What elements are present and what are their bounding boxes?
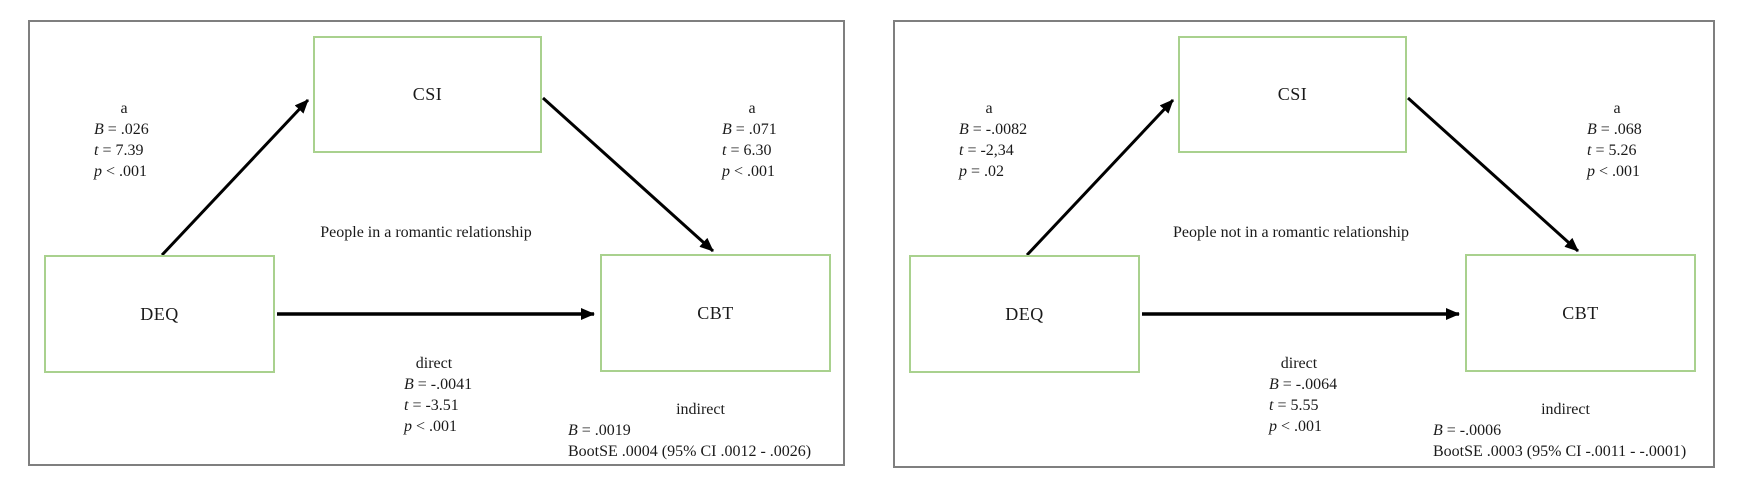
stat-value: = .0019 [577, 422, 631, 439]
stat-line: t = -2,34 [959, 140, 1027, 161]
stat-line: t = 5.55 [1269, 395, 1337, 416]
stat-line: BootSE .0003 (95% CI -.0011 - -.0001) [1433, 441, 1686, 462]
stat-var: t [1587, 142, 1592, 159]
stat-line: t = 5.26 [1587, 140, 1647, 161]
stat-value: < .001 [412, 418, 458, 435]
mediator-label: CSI [412, 84, 443, 104]
predictor-box: DEQ [44, 255, 275, 373]
mediator-label: CSI [1277, 84, 1308, 104]
stat-value: = .071 [731, 121, 777, 138]
stat-line: B = .071 [722, 119, 782, 140]
stat-line: B = -.0064 [1269, 374, 1337, 395]
direct-label: direct [415, 355, 453, 372]
stat-value: = -.0041 [413, 376, 473, 393]
stat-value: = -2,34 [963, 142, 1014, 159]
group-label: People not in a romantic relationship [1173, 224, 1409, 241]
stat-var: t [722, 142, 727, 159]
stat-value: = -.0064 [1278, 376, 1338, 393]
outcome-box: CBT [600, 254, 831, 372]
stat-value: = 6.30 [726, 142, 772, 159]
predictor-label: DEQ [140, 303, 179, 324]
stat-var: p [404, 418, 412, 435]
path-b-stats: a B = .068 t = 5.26 p < .001 [1587, 98, 1647, 182]
path-a-label: a [985, 100, 993, 117]
stat-var: p [959, 163, 967, 180]
stat-line: B = -.0082 [959, 119, 1027, 140]
stat-line: p < .001 [1587, 161, 1647, 182]
stat-line: p < .001 [1269, 416, 1337, 437]
indirect-effect-stats: indirect B = .0019 BootSE .0004 (95% CI … [568, 399, 811, 462]
stat-line: p < .001 [404, 416, 472, 437]
stat-line: p < .001 [722, 161, 782, 182]
indirect-effect-stats: indirect B = -.0006 BootSE .0003 (95% CI… [1433, 399, 1686, 462]
stat-value: = -.0006 [1442, 422, 1502, 439]
stat-value: = 7.39 [98, 142, 144, 159]
stat-value: = .02 [967, 163, 1005, 180]
stat-value: BootSE .0004 (95% CI .0012 - .0026) [568, 443, 812, 460]
stat-line: B = -.0041 [404, 374, 472, 395]
stat-line: B = .026 [94, 119, 154, 140]
outcome-label: CBT [697, 302, 734, 323]
stat-var: p [1269, 418, 1277, 435]
predictor-label: DEQ [1005, 303, 1044, 324]
stat-line: t = -3.51 [404, 395, 472, 416]
stat-var: t [1269, 397, 1274, 414]
path-b-label: a [1613, 100, 1621, 117]
stat-var: B [1269, 376, 1279, 393]
stat-var: B [722, 121, 732, 138]
stat-var: p [1587, 163, 1595, 180]
stat-value: < .001 [1595, 163, 1641, 180]
stat-line: t = 6.30 [722, 140, 782, 161]
stat-var: p [722, 163, 730, 180]
stat-line: p = .02 [959, 161, 1027, 182]
stat-line: B = .0019 [568, 420, 811, 441]
stat-value: = 5.26 [1591, 142, 1637, 159]
path-a-label: a [120, 100, 128, 117]
stat-value: < .001 [1277, 418, 1323, 435]
path-a-stats: a B = -.0082 t = -2,34 p = .02 [959, 98, 1027, 182]
stat-var: B [959, 121, 969, 138]
stat-value: = .026 [103, 121, 149, 138]
indirect-label: indirect [1541, 401, 1590, 418]
stat-value: = 5.55 [1273, 397, 1319, 414]
stat-var: B [1587, 121, 1597, 138]
stat-value: BootSE .0003 (95% CI -.0011 - -.0001) [1433, 443, 1687, 460]
stat-value: = -3.51 [408, 397, 459, 414]
stat-value: < .001 [730, 163, 776, 180]
mediator-box: CSI [313, 36, 542, 153]
direct-label: direct [1280, 355, 1318, 372]
group-label: People in a romantic relationship [320, 224, 532, 241]
stat-line: B = .068 [1587, 119, 1647, 140]
stat-var: t [959, 142, 964, 159]
path-b-label: a [748, 100, 756, 117]
mediator-box: CSI [1178, 36, 1407, 153]
stat-var: B [568, 422, 578, 439]
stat-line: t = 7.39 [94, 140, 154, 161]
stat-var: p [94, 163, 102, 180]
mediation-panel-romantic: CSI DEQ CBT a B = .026 t = 7.39 p < .001… [28, 20, 845, 466]
stat-line: B = -.0006 [1433, 420, 1686, 441]
mediation-panel-not-romantic: CSI DEQ CBT a B = -.0082 t = -2,34 p = .… [893, 20, 1715, 468]
stat-value: = .068 [1596, 121, 1642, 138]
stat-value: < .001 [102, 163, 148, 180]
path-b-stats: a B = .071 t = 6.30 p < .001 [722, 98, 782, 182]
outcome-label: CBT [1562, 302, 1599, 323]
stat-line: BootSE .0004 (95% CI .0012 - .0026) [568, 441, 811, 462]
indirect-label: indirect [676, 401, 725, 418]
stat-value: = -.0082 [968, 121, 1028, 138]
stat-var: B [404, 376, 414, 393]
direct-effect-stats: direct B = -.0064 t = 5.55 p < .001 [1269, 353, 1337, 437]
stat-var: t [94, 142, 99, 159]
stat-var: B [1433, 422, 1443, 439]
predictor-box: DEQ [909, 255, 1140, 373]
stat-var: B [94, 121, 104, 138]
stat-var: t [404, 397, 409, 414]
outcome-box: CBT [1465, 254, 1696, 372]
path-a-stats: a B = .026 t = 7.39 p < .001 [94, 98, 154, 182]
stat-line: p < .001 [94, 161, 154, 182]
direct-effect-stats: direct B = -.0041 t = -3.51 p < .001 [404, 353, 472, 437]
